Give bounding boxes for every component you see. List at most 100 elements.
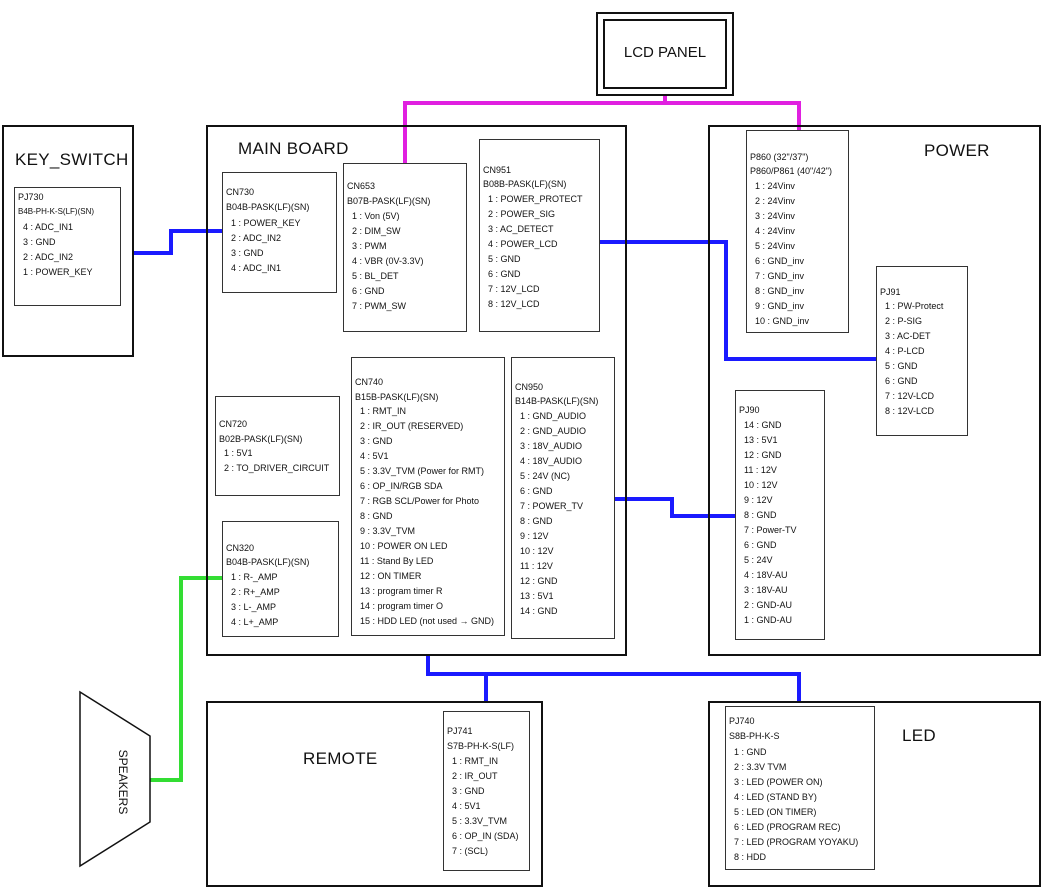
pin: 1 : GND (734, 747, 767, 757)
pin: 2 : ADC_IN2 (231, 233, 282, 243)
pin: 4 : 5V1 (452, 801, 481, 811)
pin: 7 : GND_inv (755, 271, 805, 281)
pin: 5 : GND (885, 361, 918, 371)
pin: 9 : 12V (744, 495, 773, 505)
connector-type: B04B-PASK(LF)(SN) (226, 557, 310, 567)
pin: 9 : 3.3V_TVM (360, 526, 416, 536)
pin: 5 : BL_DET (352, 271, 399, 281)
wire-cn951-pj91 (600, 240, 876, 361)
pin: 2 : P-SIG (885, 316, 923, 326)
pin: 1 : POWER_PROTECT (488, 194, 583, 204)
pin-list: 4 : ADC_IN1 3 : GND 2 : ADC_IN2 1 : POWE… (23, 220, 93, 280)
pin: 1 : POWER_KEY (231, 218, 301, 228)
pin: 2 : 3.3V TVM (734, 762, 787, 772)
main-board-block (206, 125, 627, 656)
pin: 8 : GND_inv (755, 286, 805, 296)
pin: 4 : 24Vinv (755, 226, 795, 236)
pin: 3 : 24Vinv (755, 211, 795, 221)
pin: 10 : 12V (520, 546, 554, 556)
pin: 6 : GND (885, 376, 918, 386)
pin: 14 : GND (520, 606, 558, 616)
connector-type: B07B-PASK(LF)(SN) (347, 196, 431, 206)
connector-pj740: PJ740 S8B-PH-K-S 1 : GND 2 : 3.3V TVM 3 … (725, 706, 875, 870)
connector-id: P860 (32"/37") (750, 152, 809, 162)
lcd-panel-label: LCD PANEL (623, 44, 707, 61)
pin: 14 : GND (744, 420, 782, 430)
pin: 9 : 12V (520, 531, 549, 541)
pin: 7 : PWM_SW (352, 301, 407, 311)
pin: 5 : GND (488, 254, 521, 264)
pin: 8 : 12V-LCD (885, 406, 935, 416)
pin-list: 1 : RMT_IN 2 : IR_OUT (RESERVED) 3 : GND… (360, 404, 494, 629)
pin: 2 : ADC_IN2 (23, 252, 74, 262)
power-title: POWER (924, 141, 990, 160)
pin: 4 : ADC_IN1 (231, 263, 282, 273)
connector-id: PJ90 (739, 405, 760, 415)
wire-cn320-speakers (150, 576, 222, 782)
pin: 3 : GND (23, 237, 56, 247)
connector-id: CN653 (347, 181, 376, 191)
pin: 1 : PW-Protect (885, 301, 944, 311)
connector-type: B02B-PASK(LF)(SN) (219, 434, 303, 444)
pin: 10 : 12V (744, 480, 778, 490)
pin-list: 1 : GND_AUDIO 2 : GND_AUDIO 3 : 18V_AUDI… (520, 409, 586, 619)
connector-type: S7B-PH-K-S(LF) (447, 741, 515, 751)
pin: 6 : LED (PROGRAM REC) (734, 822, 841, 832)
pin: 1 : R-_AMP (231, 572, 278, 582)
pin: 9 : GND_inv (755, 301, 805, 311)
pin: 1 : 24Vinv (755, 181, 795, 191)
connector-pj730: PJ730 B4B-PH-K-S(LF)(SN) 4 : ADC_IN1 3 :… (14, 187, 121, 306)
pin: 6 : GND (520, 486, 553, 496)
pin: 4 : ADC_IN1 (23, 222, 74, 232)
pin: 2 : GND-AU (744, 600, 793, 610)
pin-list: 1 : 5V1 2 : TO_DRIVER_CIRCUIT (224, 446, 329, 476)
pin: 1 : Von (5V) (352, 211, 400, 221)
pin: 2 : R+_AMP (231, 587, 280, 597)
key-switch-title: KEY_SWITCH (15, 150, 129, 169)
connector-type: B08B-PASK(LF)(SN) (483, 179, 567, 189)
wire-pj730-cn730 (121, 229, 222, 255)
pin: 6 : OP_IN/RGB SDA (360, 481, 443, 491)
pin: 8 : GND (744, 510, 777, 520)
pin: 12 : GND (520, 576, 558, 586)
pin: 5 : 24V (744, 555, 773, 565)
pin: 8 : 12V_LCD (488, 299, 540, 309)
pin: 1 : RMT_IN (360, 406, 407, 416)
pin: 3 : GND (360, 436, 393, 446)
wire-lcd-cn653 (403, 101, 801, 163)
connector-type: B14B-PASK(LF)(SN) (515, 396, 599, 406)
connector-type: B15B-PASK(LF)(SN) (355, 392, 439, 402)
pin: 7 : 12V_LCD (488, 284, 540, 294)
connector-id: CN320 (226, 543, 255, 553)
power-block (708, 125, 1041, 656)
connector-cn740: CN740 B15B-PASK(LF)(SN) 1 : RMT_IN 2 : I… (351, 357, 505, 636)
pin: 6 : GND_inv (755, 256, 805, 266)
pin-list: 1 : R-_AMP 2 : R+_AMP 3 : L-_AMP 4 : L+_… (231, 570, 280, 630)
pin: 12 : GND (744, 450, 782, 460)
pin: 5 : 3.3V_TVM (452, 816, 508, 826)
connector-cn950: CN950 B14B-PASK(LF)(SN) 1 : GND_AUDIO 2 … (511, 357, 615, 639)
pin-list: 1 : POWER_PROTECT 2 : POWER_SIG 3 : AC_D… (488, 192, 583, 312)
pin: 3 : 18V-AU (744, 585, 788, 595)
connector-pj90: PJ90 14 : GND 13 : 5V1 12 : GND 11 : 12V… (735, 390, 825, 640)
pin: 6 : GND (352, 286, 385, 296)
pin-list: 1 : 24Vinv 2 : 24Vinv 3 : 24Vinv 4 : 24V… (755, 179, 809, 329)
pin: 12 : ON TIMER (360, 571, 422, 581)
pin-list: 1 : Von (5V) 2 : DIM_SW 3 : PWM 4 : VBR … (352, 209, 424, 314)
pin: 8 : GND (360, 511, 393, 521)
remote-title: REMOTE (303, 749, 378, 768)
pin: 7 : Power-TV (744, 525, 797, 535)
pin: 5 : 3.3V_TVM (Power for RMT) (360, 466, 485, 476)
pin: 2 : GND_AUDIO (520, 426, 587, 436)
pin: 10 : POWER ON LED (360, 541, 448, 551)
connector-id: PJ91 (880, 287, 901, 297)
lcd-panel (596, 12, 734, 96)
pin: 6 : GND (744, 540, 777, 550)
speakers-shape (79, 690, 151, 868)
pin: 6 : GND (488, 269, 521, 279)
pin: 11 : Stand By LED (360, 556, 434, 566)
pin: 11 : 12V (744, 465, 777, 475)
connector-id: CN951 (483, 165, 512, 175)
pin: 3 : LED (POWER ON) (734, 777, 823, 787)
